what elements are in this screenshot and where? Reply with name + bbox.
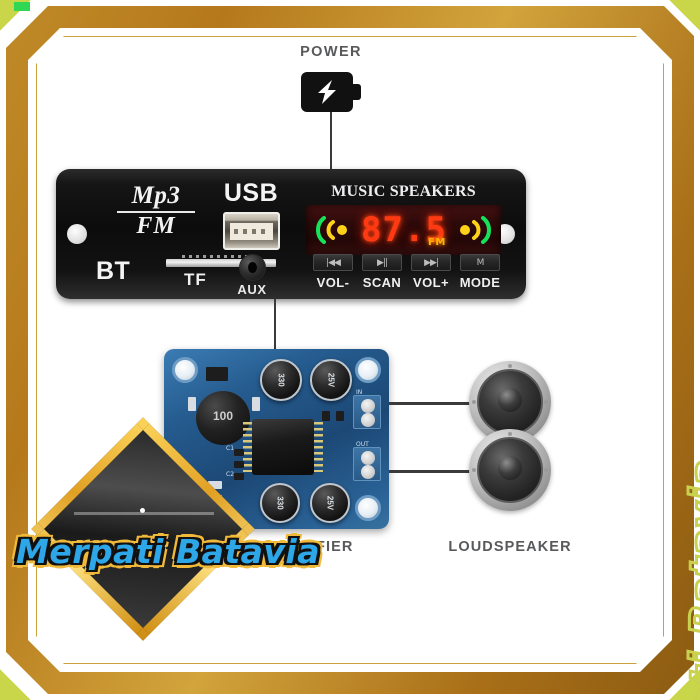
mounting-hole-left <box>67 224 87 244</box>
music-speakers-title: MUSIC SPEAKERS <box>331 183 476 200</box>
battery-bolt-icon <box>301 72 361 112</box>
fraction-bar <box>117 211 195 213</box>
aux-jack[interactable] <box>239 254 266 281</box>
corner-green-accent <box>14 2 30 11</box>
power-label: POWER <box>300 44 362 60</box>
led-display: 87.5 FM <box>306 205 501 255</box>
mounting-pad <box>355 495 381 521</box>
smd-component <box>234 473 244 480</box>
mode-glyph: M <box>476 257 485 268</box>
loudspeaker-caption: LOUDSPEAKER <box>448 539 572 555</box>
frame-thin-gold-line <box>36 36 664 664</box>
vol-down-button[interactable]: |◀◀ <box>313 254 353 271</box>
diagram-content: POWER Mp3 FM USB BT TF <box>44 44 656 656</box>
silkscreen-label: C1 <box>226 445 235 452</box>
smd-component <box>188 397 196 411</box>
vol-down-label: VOL- <box>316 275 350 290</box>
usb-port[interactable] <box>223 212 280 250</box>
smd-component <box>322 411 330 421</box>
mounting-pad <box>355 357 381 383</box>
silkscreen-label: OUT <box>356 441 369 448</box>
tf-card-slot[interactable] <box>166 255 276 267</box>
capacitor-marking: 25V <box>326 372 336 388</box>
board-to-amp-wire <box>274 299 276 351</box>
mp3-fm-logo: Mp3 FM <box>111 183 201 239</box>
band-indicator: FM <box>428 237 446 248</box>
electrolytic-capacitor: 330 <box>260 359 302 401</box>
electrolytic-capacitor: 25V <box>310 483 350 523</box>
mode-label: MODE <box>459 275 501 290</box>
logo-sparkle <box>140 508 145 513</box>
mp3-label: Mp3 <box>131 182 181 209</box>
logo-diamond <box>31 417 255 641</box>
mode-button[interactable]: M <box>460 254 500 271</box>
loudspeaker-bottom <box>469 429 551 511</box>
power-inductor: 100 <box>196 391 250 445</box>
brand-logo: Merpati Batavia <box>16 417 320 641</box>
vol-down-glyph: |◀◀ <box>326 257 341 268</box>
aux-label: AUX <box>237 282 267 297</box>
capacitor-marking: 330 <box>275 496 285 510</box>
scan-label: SCAN <box>362 275 402 290</box>
frequency-readout: 87.5 <box>361 210 447 250</box>
vol-up-button[interactable]: ▶▶| <box>411 254 451 271</box>
smd-component <box>208 481 222 489</box>
smd-component <box>234 449 244 456</box>
electrolytic-capacitor: 330 <box>260 483 300 523</box>
loudspeaker-top <box>469 361 551 443</box>
vol-up-glyph: ▶▶| <box>424 257 439 268</box>
fm-label: FM <box>136 213 176 239</box>
smd-component <box>252 397 260 411</box>
inductor-marking: 100 <box>212 409 234 423</box>
speaker-wire-1 <box>389 402 471 405</box>
power-wire <box>330 112 332 169</box>
electrolytic-capacitor: 25V <box>310 359 352 401</box>
lightning-bolt-glyph <box>318 80 336 104</box>
mounting-pad <box>172 357 198 383</box>
output-terminal-2[interactable] <box>353 447 381 481</box>
capacitor-marking: 25V <box>325 495 335 511</box>
scan-button[interactable]: ▶|| <box>362 254 402 271</box>
silkscreen-label: C2 <box>226 471 235 478</box>
smd-component <box>336 411 344 421</box>
output-terminal-1[interactable] <box>353 395 381 429</box>
logo-wordmark: Merpati Batavia <box>16 532 321 571</box>
amplifier-ic <box>243 419 323 475</box>
vol-up-label: VOL+ <box>413 275 449 290</box>
smd-component <box>206 367 228 381</box>
speaker-wave-icon <box>316 216 347 244</box>
scan-glyph: ▶|| <box>377 257 388 268</box>
mp3-decoder-board: Mp3 FM USB BT TF AUX MUSIC SPEAKERS 87 <box>56 169 526 299</box>
bt-label: BT <box>96 257 131 285</box>
smd-component <box>234 461 244 468</box>
logo-sheen <box>74 512 214 515</box>
tf-label: TF <box>184 270 207 289</box>
usb-label: USB <box>223 179 279 207</box>
speaker-wave-icon <box>460 216 491 244</box>
capacitor-marking: 330 <box>276 373 286 387</box>
silkscreen-label: IN <box>356 389 363 396</box>
speaker-wire-2 <box>389 470 471 473</box>
side-watermark: Merpati Batavia <box>681 457 700 700</box>
